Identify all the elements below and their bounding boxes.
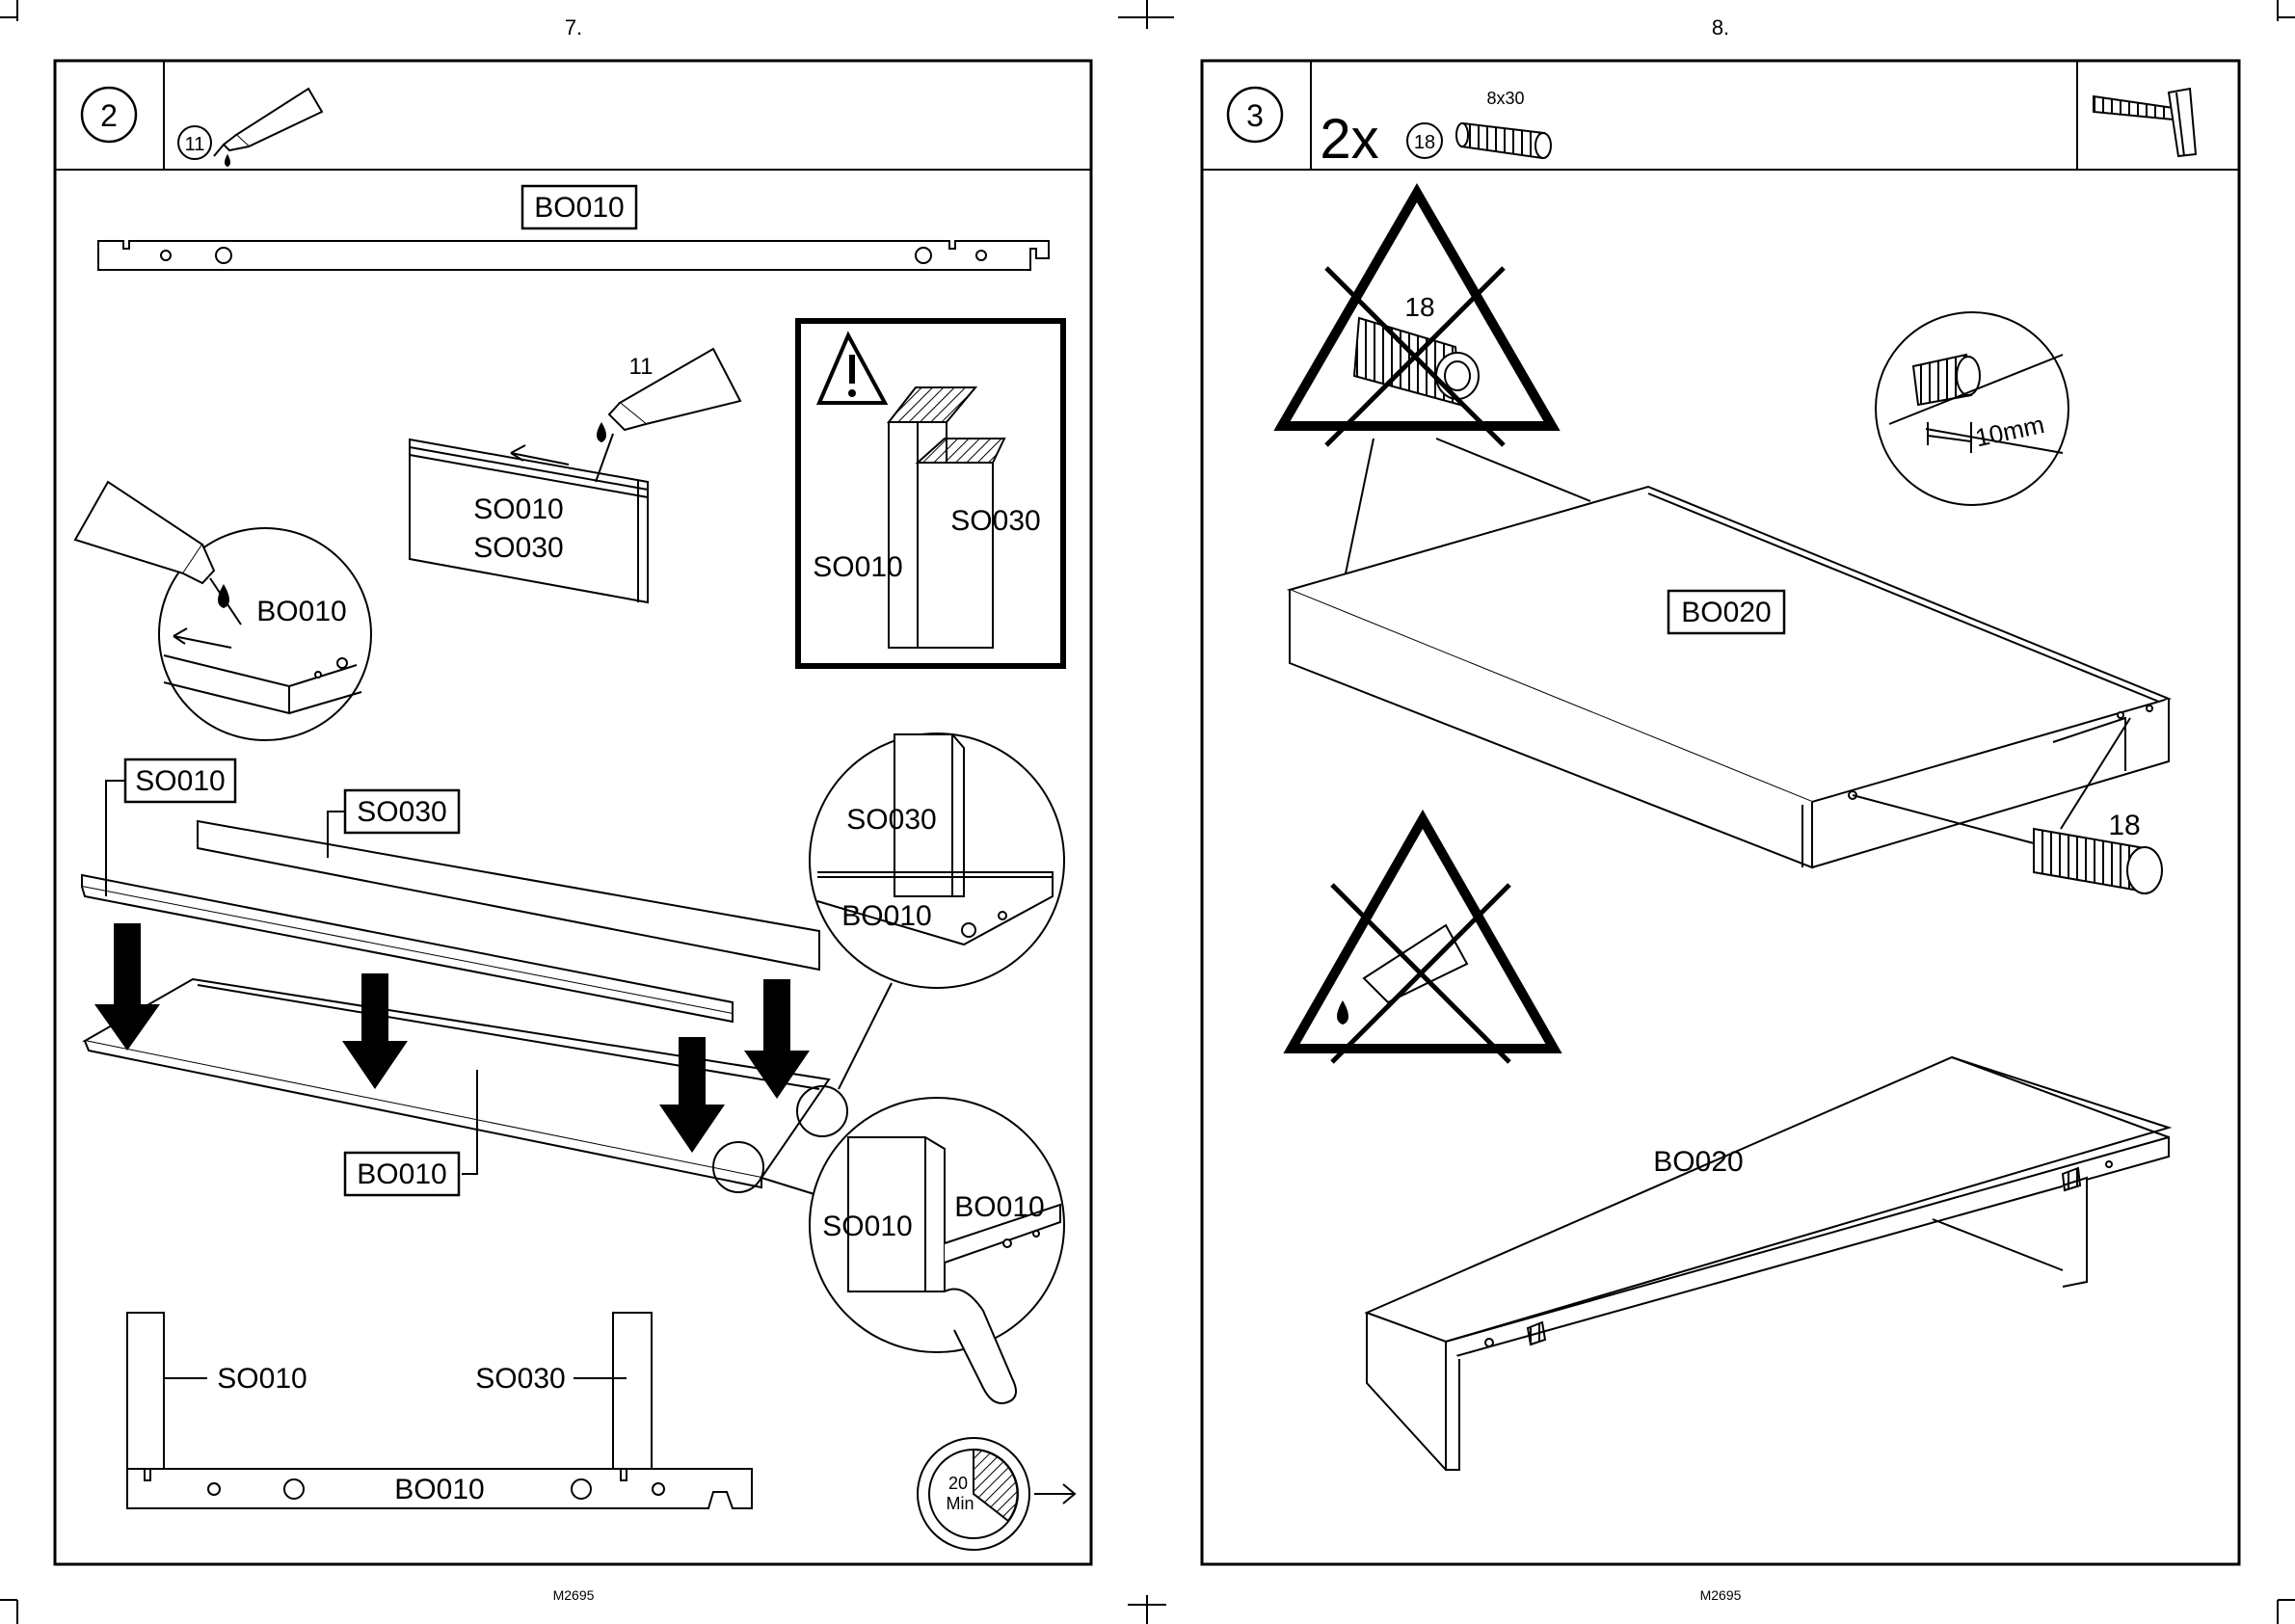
- page-number: 8.: [1712, 15, 1729, 40]
- timer-icon: [918, 1438, 1075, 1550]
- top-board-label: BO010: [534, 192, 624, 224]
- board-bo020-top: [1290, 487, 2169, 893]
- detail-top-label-bo010: BO010: [841, 900, 931, 932]
- top-board-drawing: [98, 241, 1049, 270]
- quantity: 2x: [1320, 108, 1378, 171]
- rail-glue-drawing: [410, 349, 740, 602]
- detail-circle-top: [810, 733, 1064, 988]
- hammer-icon: [2094, 89, 2196, 156]
- rail-label-so010: SO010: [473, 493, 563, 525]
- board-label-plain: BO020: [1653, 1146, 1743, 1178]
- timer-unit: Min: [946, 1494, 974, 1513]
- warning-label-so010: SO010: [813, 551, 902, 583]
- step-number: 2: [100, 98, 118, 133]
- explode-label-bo010: BO010: [357, 1158, 446, 1190]
- step-number: 3: [1246, 98, 1264, 133]
- detail-circle-bottom: [810, 1098, 1064, 1403]
- section-label-so010: SO010: [217, 1363, 307, 1395]
- exploded-assembly: [82, 821, 829, 1187]
- header-part-number: 18: [1414, 132, 1435, 153]
- detail-bottom-label-so010: SO010: [822, 1211, 912, 1242]
- footer-code: M2695: [553, 1587, 595, 1603]
- board-label-boxed: BO020: [1681, 597, 1771, 628]
- glue-tube-icon: [214, 89, 322, 166]
- rail-label-so030: SO030: [473, 532, 563, 564]
- detail-board-label: BO010: [256, 596, 346, 627]
- no-glue-warning: [1292, 819, 1554, 1062]
- dowel-icon: [1456, 123, 1551, 158]
- detail-bottom-label-bo010: BO010: [954, 1191, 1044, 1223]
- board-bo020-bottom: [1367, 1057, 2169, 1470]
- warning-label-so030: SO030: [950, 505, 1040, 537]
- glue-part-label: 11: [629, 354, 654, 380]
- footer-code: M2695: [1700, 1587, 1742, 1603]
- timer-value: 20: [948, 1474, 968, 1493]
- section-label-bo010: BO010: [394, 1474, 484, 1505]
- warning-dowel-number: 18: [1404, 292, 1434, 322]
- dowel-callout: 18: [2108, 810, 2140, 841]
- explode-label-so010: SO010: [135, 765, 225, 797]
- dowel-size: 8x30: [1486, 89, 1524, 108]
- header-part-number: 11: [185, 134, 205, 155]
- page-number: 7.: [565, 15, 582, 40]
- section-label-so030: SO030: [475, 1363, 565, 1395]
- depth-detail: [1876, 312, 2068, 505]
- explode-label-so030: SO030: [357, 796, 446, 828]
- detail-top-label-so030: SO030: [846, 804, 936, 836]
- warning-box: [798, 321, 1063, 666]
